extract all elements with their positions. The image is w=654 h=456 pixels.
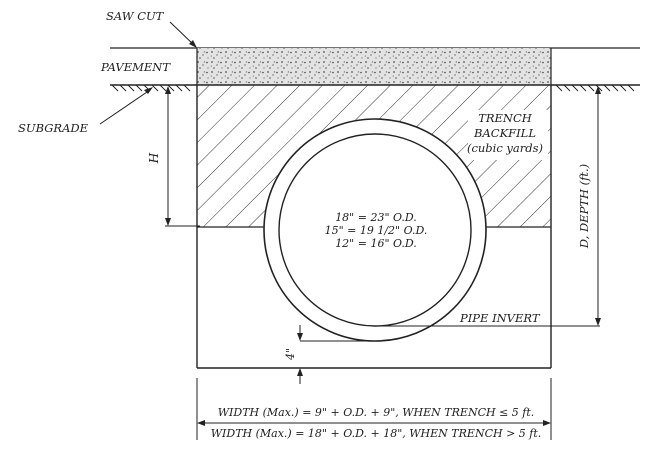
subgrade-label: SUBGRADE	[18, 121, 89, 135]
pipe-size-12: 12" = 16" O.D.	[335, 237, 417, 250]
bedding-4-inch-label: 4"	[284, 348, 297, 361]
depth-label: D, DEPTH (ft.)	[577, 164, 591, 249]
saw-cut-label: SAW CUT	[106, 9, 165, 23]
backfill-label-3: (cubic yards)	[467, 141, 543, 155]
subgrade-earth-left	[111, 84, 191, 92]
width-rule-shallow: WIDTH (Max.) = 9" + O.D. + 9", WHEN TREN…	[218, 406, 535, 419]
pavement-layer	[197, 48, 551, 85]
subgrade-earth-right	[555, 84, 635, 92]
pipe-size-15: 15" = 19 1/2" O.D.	[325, 224, 428, 237]
pipe-invert-label: PIPE INVERT	[459, 311, 541, 325]
width-rule-deep: WIDTH (Max.) = 18" + O.D. + 18", WHEN TR…	[211, 427, 542, 440]
pipe-size-18: 18" = 23" O.D.	[335, 211, 417, 224]
pavement-label: PAVEMENT	[100, 60, 171, 74]
backfill-label-2: BACKFILL	[473, 126, 536, 140]
backfill-label-1: TRENCH	[478, 111, 533, 125]
h-label: H	[147, 152, 161, 164]
